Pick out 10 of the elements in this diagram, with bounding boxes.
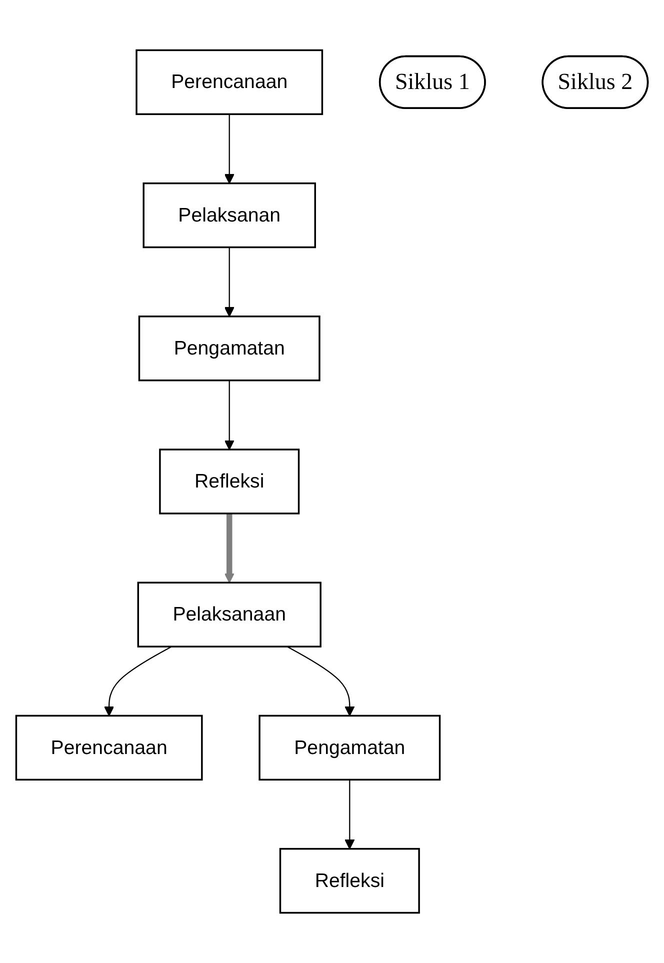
cycle-ellipse: Siklus 1 <box>378 55 486 109</box>
stage-box: Perencanaan <box>15 714 203 781</box>
stage-box: Pengamatan <box>258 714 441 781</box>
stage-box: Refleksi <box>279 848 420 914</box>
stage-box: Pengamatan <box>138 316 320 382</box>
cycle-ellipse: Siklus 2 <box>542 55 649 109</box>
stage-box: Pelaksanan <box>142 182 316 248</box>
stage-box: Perencanaan <box>136 49 324 116</box>
stage-box: Refleksi <box>159 448 300 514</box>
stage-box: Pelaksanaan <box>137 582 322 648</box>
